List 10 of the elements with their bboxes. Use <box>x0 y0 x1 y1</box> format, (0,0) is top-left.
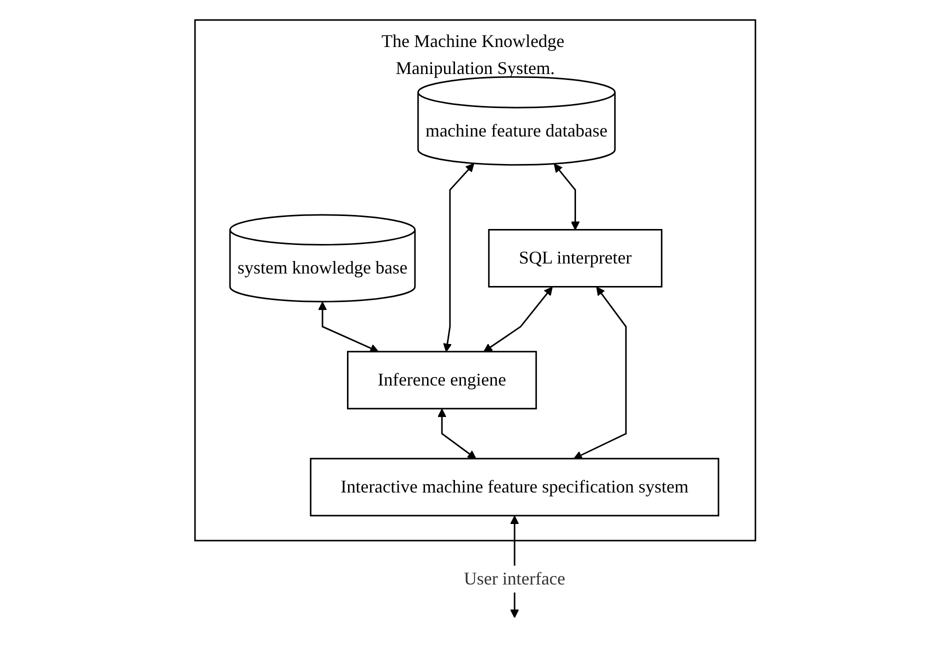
arrow <box>574 286 627 460</box>
arrow <box>318 302 379 353</box>
node-box: SQL interpreter <box>488 229 663 288</box>
arrow <box>484 286 553 352</box>
node-box: Interactive machine feature specification system <box>310 458 720 517</box>
node-box: Inference engiene <box>347 351 538 410</box>
arrow <box>554 164 580 230</box>
arrow <box>443 163 474 352</box>
arrow <box>438 408 477 460</box>
edge-label: User interface <box>464 568 566 589</box>
